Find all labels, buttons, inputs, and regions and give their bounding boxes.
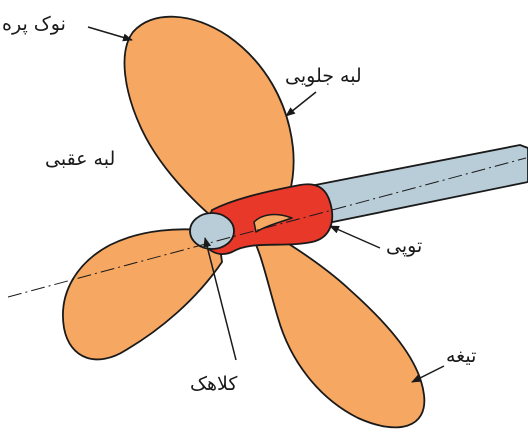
arrow-hub (329, 225, 381, 249)
label-cap: کلاهک (190, 373, 238, 395)
arrow-blade (411, 365, 445, 383)
label-trailing-edge: لبه عقبی (45, 148, 115, 170)
label-leading-edge: لبه جلویی (285, 65, 362, 87)
blade-bottom (249, 219, 426, 429)
blade-root (253, 213, 293, 233)
arrow-leading-edge (285, 91, 317, 117)
center-axis (7, 157, 527, 298)
shaft (299, 144, 528, 226)
arrow-blade-tip (87, 26, 133, 42)
label-blade: تیغه (446, 345, 476, 367)
arrow-cap (203, 237, 237, 361)
cap (189, 212, 235, 250)
label-hub: توپی (386, 235, 422, 257)
label-blade-tip: نوک پره (2, 13, 66, 35)
blade-top (123, 15, 295, 239)
blade-left (62, 228, 223, 361)
